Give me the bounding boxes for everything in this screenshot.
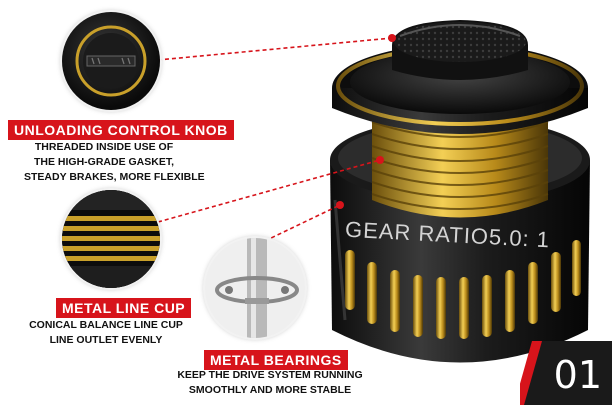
knob-closeup-icon — [75, 25, 147, 97]
page-number-badge: 01 — [520, 341, 612, 405]
bearing-pointer-dot — [336, 201, 344, 209]
winding-grooves — [371, 121, 549, 210]
line-cup-closeup-icon — [62, 190, 160, 288]
bearings-desc-line-2: SMOOTHLY AND MORE STABLE — [188, 384, 352, 396]
knob-description: THREADED INSIDE USE OF THE HIGH-GRADE GA… — [24, 140, 205, 185]
cup-pointer-dot — [376, 156, 384, 164]
bearing-detail-inset — [205, 238, 305, 338]
knob-pointer-dot — [388, 34, 396, 42]
metal-line-cup-label: METAL LINE CUP — [56, 298, 192, 318]
bearing-closeup-icon — [205, 238, 305, 338]
knob-desc-line-2: THE HIGH-GRADE GASKET, — [33, 156, 174, 168]
skirt-gold-slots — [345, 240, 581, 339]
bearings-description: KEEP THE DRIVE SYSTEM RUNNING SMOOTHLY A… — [170, 368, 370, 398]
badge-background — [520, 341, 612, 405]
bearings-desc-line-1: KEEP THE DRIVE SYSTEM RUNNING — [177, 369, 363, 381]
line-cup-desc-line-1: CONICAL BALANCE LINE CUP — [29, 319, 183, 331]
page-number: 01 — [553, 353, 602, 397]
line-cup-detail-inset — [62, 190, 160, 288]
metal-bearings-label: METAL BEARINGS — [204, 350, 348, 370]
line-cup-desc-line-2: LINE OUTLET EVENLY — [49, 334, 163, 346]
knob-desc-line-3: STEADY BRAKES, MORE FLEXIBLE — [24, 171, 205, 183]
knob-desc-line-1: THREADED INSIDE USE OF — [34, 141, 174, 153]
knob-detail-inset — [62, 12, 160, 110]
line-cup-description: CONICAL BALANCE LINE CUP LINE OUTLET EVE… — [26, 318, 186, 348]
unloading-control-knob-label: UNLOADING CONTROL KNOB — [8, 120, 234, 140]
